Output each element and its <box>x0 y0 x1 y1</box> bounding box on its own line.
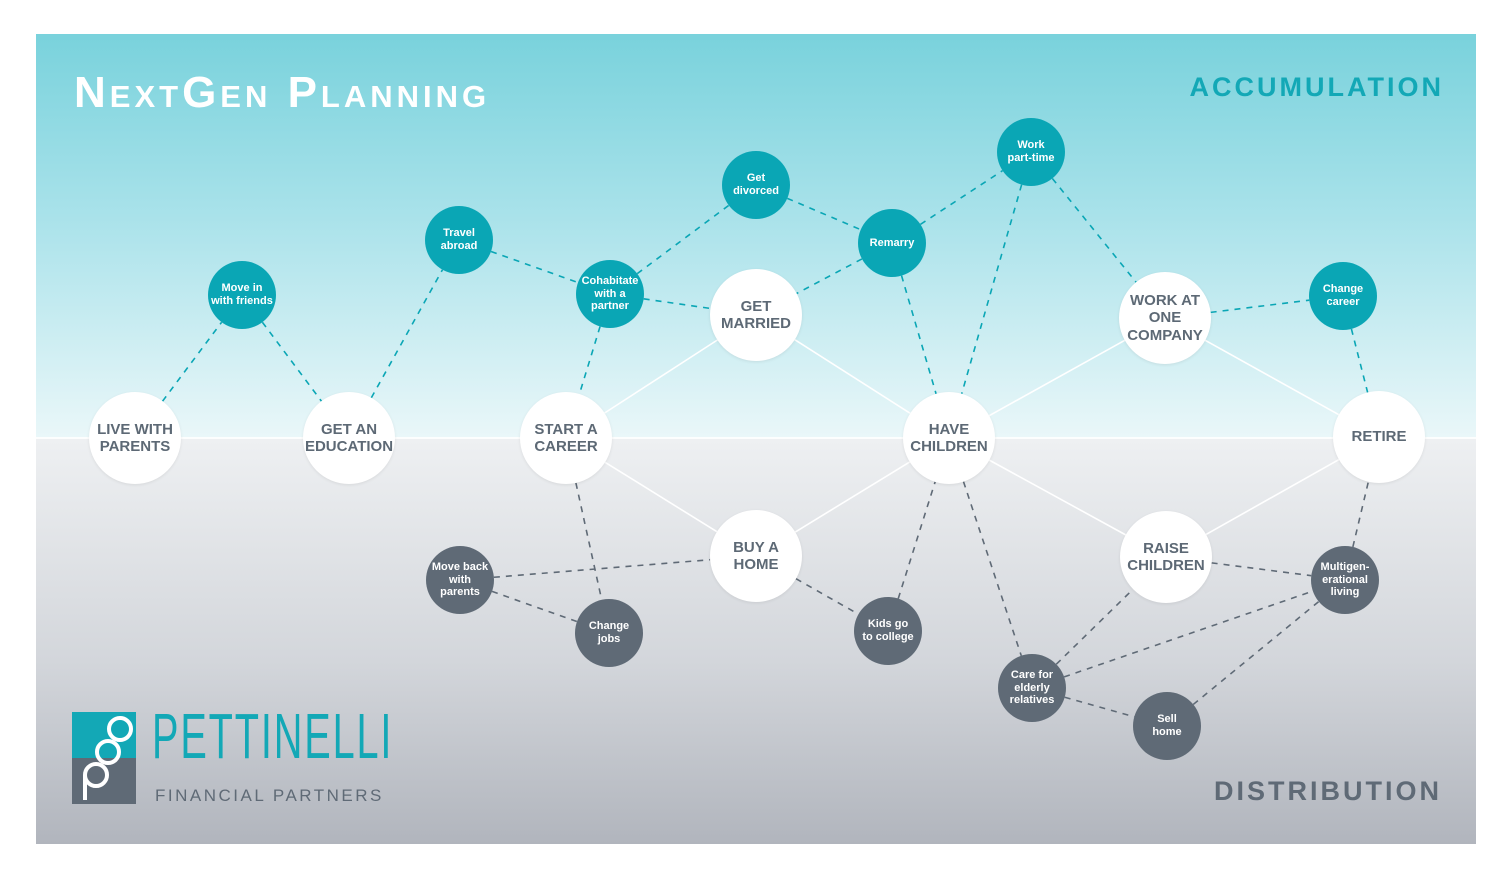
logo-wordmark: PETTINELLI <box>152 700 394 772</box>
node-live-parents: LIVE WITH PARENTS <box>89 392 181 484</box>
connector-layer <box>161 169 1370 718</box>
company-logo: PETTINELLI FINANCIAL PARTNERS <box>72 704 402 810</box>
connector-move-back-to-buy-home <box>493 558 711 579</box>
connector-work-one-company-to-retire <box>1204 339 1340 416</box>
distribution-background <box>36 438 1476 844</box>
connector-have-children-to-work-one-company <box>988 339 1126 417</box>
phase-label-distribution: DISTRIBUTION <box>1214 776 1442 806</box>
accumulation-background <box>36 34 1476 438</box>
node-multigen: Multigen- erational living <box>1311 546 1379 614</box>
connector-care-elderly-to-raise-children <box>1055 588 1134 665</box>
node-buy-home: BUY A HOME <box>710 510 802 602</box>
connector-have-children-to-care-elderly <box>962 481 1023 656</box>
connector-part-time-to-have-children <box>960 184 1023 395</box>
node-divorced: Get divorced <box>722 151 790 219</box>
diagram-panel: LIVE WITH PARENTS GET AN EDUCATION START A… <box>36 34 1476 844</box>
horizon-line <box>36 437 1476 439</box>
node-travel-abroad: Travel abroad <box>425 206 493 274</box>
node-retire: RETIRE <box>1333 391 1425 483</box>
connector-care-elderly-to-multigen <box>1063 590 1314 678</box>
connector-work-one-company-to-change-career <box>1210 299 1310 314</box>
connector-remarry-to-part-time <box>920 169 1003 226</box>
node-kids-college: Kids go to college <box>854 597 922 665</box>
node-education: GET AN EDUCATION <box>303 392 395 484</box>
page-title: NextGen Planning <box>74 68 491 117</box>
node-have-children: HAVE CHILDREN <box>903 392 995 484</box>
connector-raise-children-to-multigen <box>1211 562 1312 577</box>
connector-travel-abroad-to-cohabitate <box>490 250 579 284</box>
node-part-time: Work part-time <box>997 118 1065 186</box>
logo-subtitle: FINANCIAL PARTNERS <box>155 786 384 805</box>
node-change-jobs: Change jobs <box>575 599 643 667</box>
connector-care-elderly-to-sell-home <box>1064 696 1135 718</box>
node-move-friends: Move in with friends <box>208 261 276 329</box>
connector-remarry-to-get-married <box>796 258 863 295</box>
node-get-married: GET MARRIED <box>710 269 802 361</box>
connector-divorced-to-remarry <box>786 197 862 231</box>
connector-sell-home-to-multigen <box>1192 600 1320 706</box>
node-care-elderly: Care for elderly relatives <box>998 654 1066 722</box>
phase-label-accumulation: ACCUMULATION <box>1189 72 1444 102</box>
connector-buy-home-to-kids-college <box>795 578 859 615</box>
connector-get-married-to-have-children <box>794 339 911 414</box>
connector-cohabitate-to-divorced <box>636 204 730 275</box>
connector-multigen-to-retire <box>1352 481 1370 548</box>
connector-kids-college-to-have-children <box>897 481 936 599</box>
connector-start-career-to-buy-home <box>604 461 718 533</box>
connector-raise-children-to-retire <box>1205 458 1340 536</box>
node-remarry: Remarry <box>858 209 926 277</box>
node-work-one-company: WORK AT ONE COMPANY <box>1119 272 1211 364</box>
connector-remarry-to-have-children <box>900 275 937 395</box>
connector-education-to-travel-abroad <box>370 269 444 399</box>
node-start-career: START A CAREER <box>520 392 612 484</box>
connector-have-children-to-raise-children <box>988 459 1127 536</box>
node-change-career: Change career <box>1309 262 1377 330</box>
node-cohabitate: Cohabitate with a partner <box>576 260 644 328</box>
connector-cohabitate-to-start-career <box>578 326 601 395</box>
connector-live-parents-to-move-friends <box>161 321 223 402</box>
connector-buy-home-to-have-children <box>794 461 911 533</box>
node-move-back: Move back with parents <box>426 546 494 614</box>
node-sell-home: Sell home <box>1133 692 1201 760</box>
connector-start-career-to-change-jobs <box>575 482 603 600</box>
node-raise-children: RAISE CHILDREN <box>1120 511 1212 603</box>
connector-move-friends-to-education <box>261 321 323 402</box>
connector-cohabitate-to-get-married <box>643 298 711 310</box>
connector-move-back-to-change-jobs <box>491 590 578 623</box>
connector-part-time-to-work-one-company <box>1051 177 1137 283</box>
logo-mark-icon <box>72 712 136 804</box>
connector-start-career-to-get-married <box>604 339 718 414</box>
connector-change-career-to-retire <box>1350 328 1369 393</box>
